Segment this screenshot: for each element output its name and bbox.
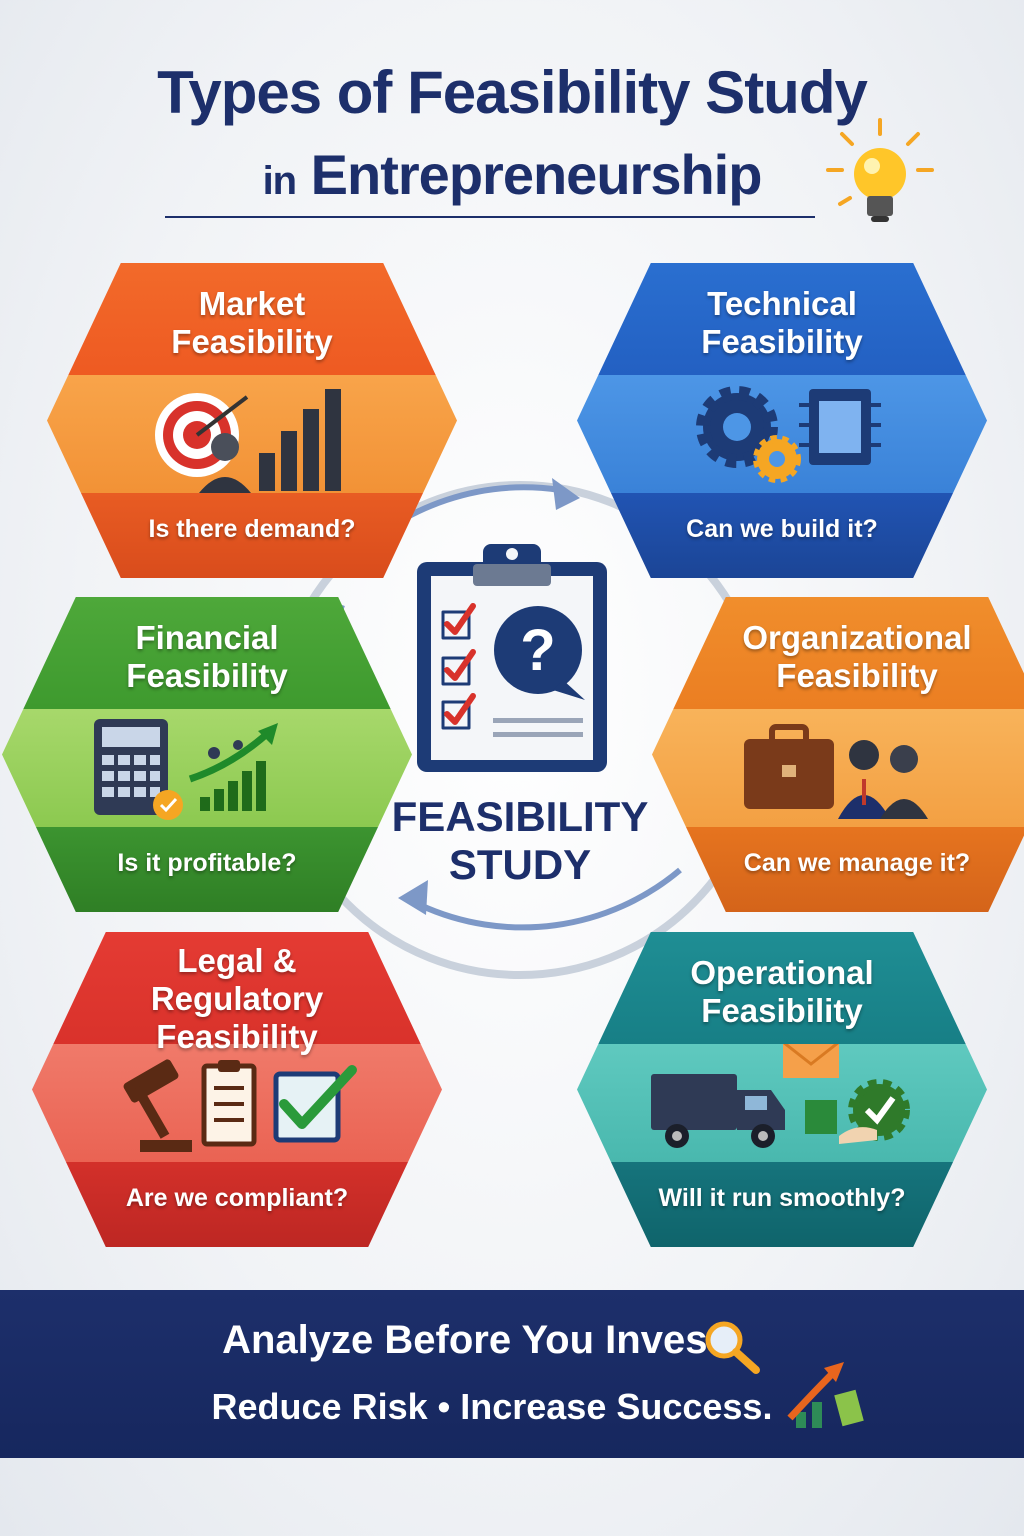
organizational-title-line1: Organizational bbox=[742, 619, 972, 656]
subtitle-prefix: in bbox=[262, 159, 298, 203]
title-divider bbox=[165, 216, 815, 218]
market-title-line1: Market bbox=[198, 285, 306, 322]
arrow-up-chart-icon bbox=[787, 1362, 864, 1428]
footer-line2: Reduce Risk • Increase Success. bbox=[211, 1386, 773, 1427]
financial-title-line1: Financial bbox=[135, 619, 279, 656]
market-feasibility-card: Market Feasibility Is there demand? bbox=[47, 263, 457, 578]
truck-icon bbox=[651, 1074, 785, 1148]
market-question: Is there demand? bbox=[148, 515, 356, 543]
operational-feasibility-card: Operational Feasibility Will it run smoo… bbox=[577, 932, 987, 1247]
calculator-icon bbox=[94, 719, 183, 820]
target-icon bbox=[155, 393, 249, 477]
page-title: Types of Feasibility Study bbox=[157, 59, 868, 126]
organizational-question: Can we manage it? bbox=[743, 849, 971, 877]
operational-title-line2: Feasibility bbox=[701, 992, 863, 1029]
legal-title-line3: Feasibility bbox=[156, 1018, 318, 1055]
financial-title-line2: Feasibility bbox=[126, 657, 288, 694]
chip-icon bbox=[799, 389, 881, 465]
center-label-line2: STUDY bbox=[448, 841, 592, 888]
financial-question: Is it profitable? bbox=[117, 849, 297, 877]
svg-text:?: ? bbox=[520, 618, 555, 683]
team-icon bbox=[838, 740, 928, 819]
legal-feasibility-card: Legal & Regulatory Feasibility Are we co… bbox=[32, 932, 442, 1247]
financial-feasibility-card: Financial Feasibility Is it profi bbox=[2, 597, 412, 912]
gear-icon bbox=[696, 386, 801, 483]
clipboard-icon: ? bbox=[417, 544, 607, 772]
ring-arrow-bottom bbox=[398, 880, 428, 915]
technical-title-line2: Feasibility bbox=[701, 323, 863, 360]
technical-question: Can we build it? bbox=[686, 515, 878, 543]
subtitle-main: Entrepreneurship bbox=[310, 143, 763, 206]
person-icon bbox=[199, 433, 251, 493]
footer-banner bbox=[0, 1290, 1024, 1458]
gavel-icon bbox=[123, 1059, 192, 1152]
operational-question: Will it run smoothly? bbox=[658, 1184, 906, 1212]
operational-title-line1: Operational bbox=[690, 954, 874, 991]
technical-title-line1: Technical bbox=[707, 285, 857, 322]
lightbulb-icon bbox=[826, 118, 934, 222]
legal-question: Are we compliant? bbox=[125, 1184, 349, 1212]
organizational-feasibility-card: Organizational Feasibility Can we manage… bbox=[652, 597, 1024, 912]
growth-chart-icon bbox=[188, 723, 278, 811]
approved-check-icon bbox=[273, 1065, 357, 1143]
checklist-icon bbox=[201, 1060, 257, 1147]
gear-check-icon bbox=[805, 1079, 910, 1144]
organizational-title-line2: Feasibility bbox=[776, 657, 938, 694]
envelope-icon bbox=[782, 1044, 840, 1078]
page-subtitle: in Entrepreneurship bbox=[0, 142, 1024, 207]
legal-title-line1: Legal & bbox=[177, 942, 297, 979]
center-label-line1: FEASIBILITY bbox=[391, 793, 649, 840]
magnifier-icon bbox=[705, 1321, 760, 1374]
ring-arrow-top bbox=[552, 478, 580, 510]
legal-title-line2: Regulatory bbox=[150, 980, 324, 1017]
market-title-line2: Feasibility bbox=[171, 323, 333, 360]
briefcase-icon bbox=[744, 724, 834, 809]
technical-feasibility-card: Technical Feasibility Can we build it? bbox=[577, 263, 987, 578]
footer-line1: Analyze Before You Invest. bbox=[222, 1318, 732, 1362]
growth-chart-icon bbox=[259, 389, 341, 491]
